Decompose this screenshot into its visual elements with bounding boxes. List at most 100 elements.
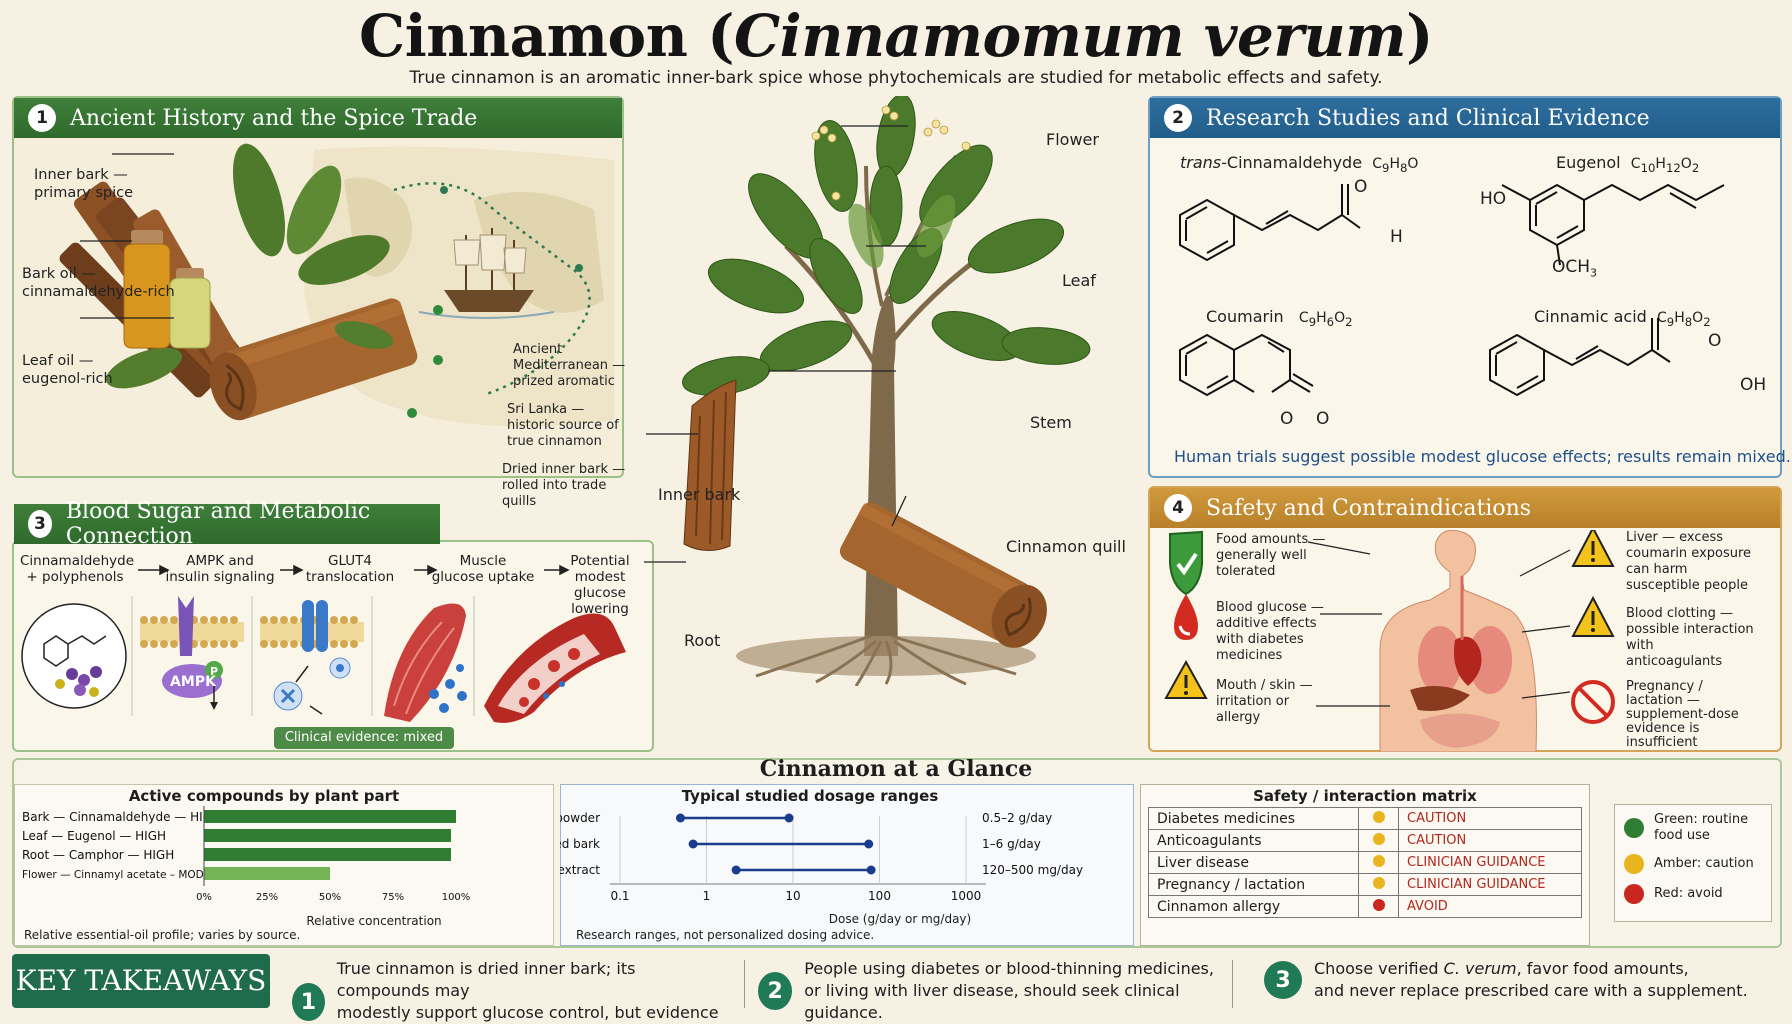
matrix-status-dot — [1358, 829, 1399, 852]
section-title: Safety and Contraindications — [1206, 495, 1532, 521]
dosage-range-low — [731, 865, 741, 875]
atom-ho: HO — [1480, 189, 1507, 209]
label-leaf-oil: Leaf oil —eugenol-rich — [22, 353, 113, 387]
matrix-status-dot — [1358, 873, 1399, 896]
matrix-status-dot — [1358, 807, 1399, 830]
compounds-bar — [204, 867, 330, 880]
takeaway-number: 2 — [758, 972, 793, 1010]
plant-label-stem: Stem — [1030, 413, 1072, 432]
atom-h-1: H — [1390, 227, 1403, 247]
dosage-tick-label: 1 — [703, 889, 711, 903]
section-number: 3 — [28, 510, 52, 538]
matrix-row: Liver disease CLINICIAN GUIDANCE — [1148, 851, 1582, 874]
compounds-bar — [204, 810, 456, 823]
safety-icons-body — [1164, 530, 1615, 752]
divider — [1232, 960, 1233, 1008]
dosage-range-high — [784, 813, 794, 823]
glance-title: Cinnamon at a Glance — [759, 756, 1033, 782]
compounds-category-label: Bark — Cinnamaldehyde — HIGH — [22, 810, 221, 824]
atom-och3: OCH3 — [1552, 257, 1598, 280]
chemical-structures — [1179, 183, 1725, 397]
page-title: Cinnamon (Cinnamomum verum) — [0, 2, 1792, 70]
compound-eugenol: Eugenol C10H12O2 — [1556, 153, 1700, 175]
ampk-label: AMPK — [170, 674, 216, 690]
metabolic-pathway-diagram — [21, 564, 626, 723]
plant-label-inner-bark: Inner bark — [658, 485, 741, 504]
label-inner-bark: Inner bark —primary spice — [34, 167, 134, 201]
section-title: Ancient History and the Spice Trade — [70, 105, 478, 131]
section-number: 2 — [1164, 104, 1192, 132]
compounds-tick-label: 0% — [196, 892, 212, 903]
legend-label: Amber: caution — [1654, 856, 1754, 871]
dosage-chart-xlabel: Dose (g/day or mg/day) — [828, 912, 972, 926]
compounds-chart-xlabel: Relative concentration — [306, 914, 442, 928]
compounds-chart-title: Active compounds by plant part — [128, 787, 400, 805]
section-safety-header: 4 Safety and Contraindications — [1150, 488, 1780, 528]
dosage-series-label: Standardized extract — [560, 863, 600, 877]
dosage-range-high — [864, 839, 874, 849]
legend-item: Red: avoid — [1624, 884, 1774, 904]
matrix-level: CAUTION — [1398, 807, 1582, 830]
takeaway-1: 1 True cinnamon is dried inner bark; its… — [292, 958, 732, 1024]
plant-label-root: Root — [684, 631, 721, 650]
dosage-range-value: 0.5–2 g/day — [982, 811, 1052, 825]
matrix-item: Cinnamon allergy — [1148, 895, 1359, 918]
matrix-item: Pregnancy / lactation — [1148, 873, 1359, 896]
section-metabolic-header: 3 Blood Sugar and Metabolic Connection — [14, 499, 440, 549]
matrix-item: Anticoagulants — [1148, 829, 1359, 852]
legend-dot-icon — [1624, 854, 1644, 874]
research-note: Human trials suggest possible modest glu… — [1174, 447, 1791, 466]
matrix-item: Liver disease — [1148, 851, 1359, 874]
compounds-tick-label: 75% — [382, 892, 404, 903]
compound-coumarin: Coumarin C9H6O2 — [1206, 307, 1353, 329]
matrix-row: Anticoagulants CAUTION — [1148, 829, 1582, 852]
dosage-tick-label: 1000 — [951, 889, 982, 903]
matrix-status-dot — [1358, 851, 1399, 874]
section-history-header: 1 Ancient History and the Spice Trade — [14, 98, 622, 138]
takeaway-2: 2 People using diabetes or blood-thinnin… — [758, 958, 1218, 1024]
takeaway-3: 3 Choose verified C. verum, favor food a… — [1264, 958, 1764, 1002]
matrix-status-dot — [1358, 895, 1399, 918]
status-dot-icon — [1372, 854, 1385, 867]
section-title: Research Studies and Clinical Evidence — [1206, 105, 1650, 131]
matrix-item: Diabetes medicines — [1148, 807, 1359, 830]
atom-oh: OH — [1740, 375, 1767, 395]
takeaway-number: 1 — [292, 983, 325, 1021]
plant-label-leaf: Leaf — [1062, 271, 1096, 290]
atom-o-3: O — [1316, 409, 1330, 429]
dosage-tick-label: 10 — [785, 889, 800, 903]
dosage-range-low — [675, 813, 685, 823]
cinnamon-plant-illustration — [644, 96, 1091, 686]
dosage-range-value: 120–500 mg/day — [982, 863, 1083, 877]
compounds-tick-label: 25% — [256, 892, 278, 903]
title-close: ) — [1406, 2, 1433, 70]
title-species: Cinnamomum verum — [734, 2, 1406, 70]
matrix-level: CLINICIAN GUIDANCE — [1398, 851, 1582, 874]
compounds-category-label: Leaf — Eugenol — HIGH — [22, 829, 166, 843]
compounds-tick-label: 50% — [319, 892, 341, 903]
compounds-category-label: Root — Camphor — HIGH — [22, 848, 174, 862]
step-cinnamaldehyde: Cinnamaldehyde+ polyphenols — [20, 553, 135, 585]
legend-label: Red: avoid — [1654, 886, 1723, 901]
dosage-range-high — [866, 865, 876, 875]
compounds-bar — [204, 829, 451, 842]
matrix-level: CAUTION — [1398, 829, 1582, 852]
dosage-tick-label: 100 — [868, 889, 891, 903]
compound-cinnamic-acid: Cinnamic acid C9H8O2 — [1534, 307, 1711, 329]
dosage-series-label: Culinary powder — [560, 811, 600, 825]
divider — [744, 960, 745, 1008]
status-dot-icon — [1372, 876, 1385, 889]
